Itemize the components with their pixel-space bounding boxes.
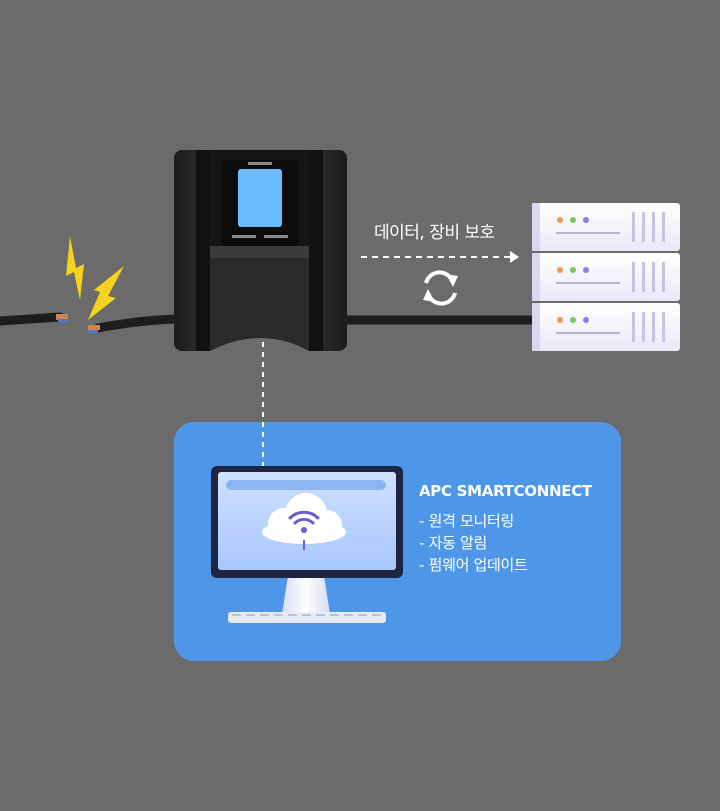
list-item: 자동 알림 <box>419 532 528 554</box>
ups-display <box>238 169 282 227</box>
monitor-illustration <box>211 466 403 623</box>
data-flow-arrow <box>361 251 519 263</box>
server-unit <box>532 303 680 351</box>
feature-list: 원격 모니터링 자동 알림 펌웨어 업데이트 <box>419 510 528 576</box>
server-unit <box>532 253 680 301</box>
list-item: 펌웨어 업데이트 <box>419 554 528 576</box>
lightning-bolt-icon <box>66 236 124 320</box>
server-rack <box>532 203 680 351</box>
sync-arrows-icon <box>423 270 458 306</box>
list-item: 원격 모니터링 <box>419 510 528 532</box>
broken-power-cable <box>0 312 183 333</box>
server-unit <box>532 203 680 251</box>
data-protection-label: 데이터, 장비 보호 <box>374 223 495 243</box>
ups-device <box>174 150 347 351</box>
smartconnect-title: APC SMARTCONNECT <box>419 482 592 500</box>
cloud-wifi-icon <box>262 493 346 550</box>
